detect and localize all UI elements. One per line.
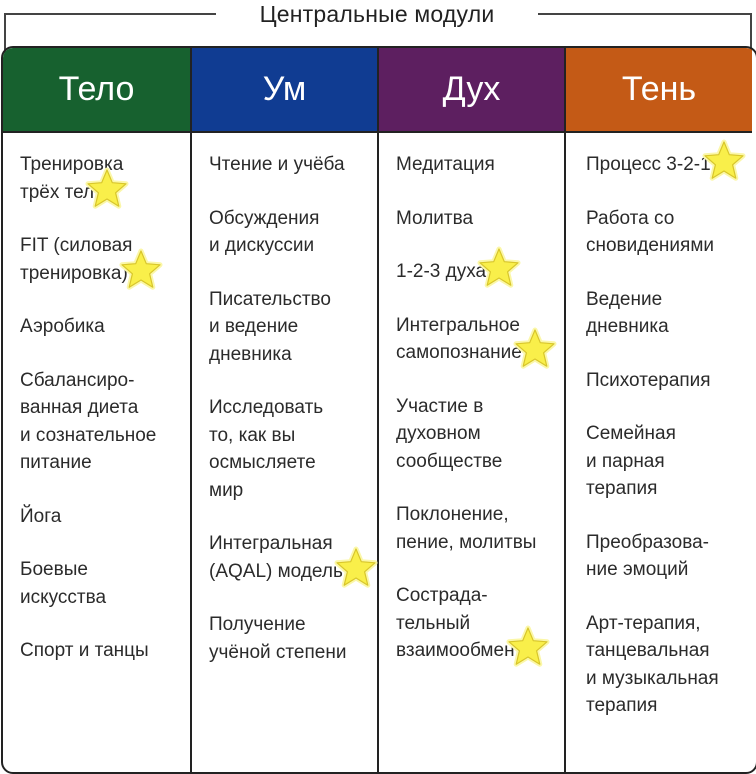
module-item: Чтение и учёба xyxy=(209,154,345,175)
star-icon xyxy=(702,139,746,182)
module-item: Спорт и танцы xyxy=(20,640,149,661)
star-icon xyxy=(477,246,521,289)
module-item: Работа со сновидениями xyxy=(586,207,714,257)
title-rule-right xyxy=(538,13,752,53)
module-item: Участие в духовном сообществе xyxy=(396,395,503,472)
module-item: Йога xyxy=(20,505,62,527)
module-item: Получение учёной степени xyxy=(209,614,347,663)
title-band: Центральные модули xyxy=(0,0,756,53)
column-header-mind: Ум xyxy=(192,48,377,133)
star-icon xyxy=(334,546,378,589)
module-item: Сострада- тельный взаимообмен xyxy=(396,585,515,661)
star-icon xyxy=(506,625,550,668)
title-rule-left xyxy=(4,13,216,53)
column-header-body: Тело xyxy=(3,48,190,133)
module-item: FIT (силовая тренировка) xyxy=(20,235,133,284)
module-item: 1-2-3 духа xyxy=(396,261,487,282)
module-item: Арт-терапия, танцевальная и музыкальная … xyxy=(586,612,719,717)
module-item: Боевые искусства xyxy=(20,559,107,608)
module-item: Исследовать то, как вы осмысляете мир xyxy=(209,397,324,501)
column-header-shadow: Тень xyxy=(566,48,752,133)
star-icon xyxy=(513,327,557,370)
module-item: Интегральное самопознание xyxy=(396,314,522,364)
module-item: Семейная и парная терапия xyxy=(586,423,676,499)
column-header-spirit: Дух xyxy=(379,48,564,133)
module-item: Молитва xyxy=(396,207,474,229)
star-icon xyxy=(85,167,129,210)
module-item: Аэробика xyxy=(20,316,105,337)
star-icon xyxy=(119,248,163,291)
module-item: Интегральная (AQAL) модель xyxy=(209,533,343,582)
page-title: Центральные модули xyxy=(259,1,495,27)
module-item: Тренировка трёх тел xyxy=(20,154,124,203)
module-item: Поклонение, пение, молитвы xyxy=(396,504,537,553)
module-item: Писательство и ведение дневника xyxy=(209,288,331,365)
module-item: Ведение дневника xyxy=(586,288,669,338)
module-item: Обсуждения и дискуссии xyxy=(209,207,320,257)
module-item: Сбалансиро- ванная диета и сознательное … xyxy=(20,369,157,474)
module-item: Психотерапия xyxy=(586,369,711,391)
module-item: Процесс 3-2-1 xyxy=(586,154,711,175)
module-item: Преобразова- ние эмоций xyxy=(586,531,709,581)
module-item: Медитация xyxy=(396,154,495,175)
